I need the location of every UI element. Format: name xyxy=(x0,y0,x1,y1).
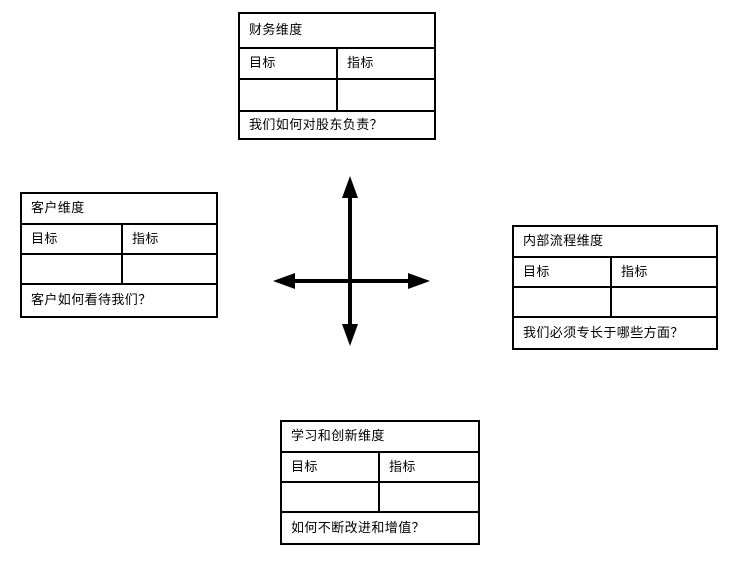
card-header-row: 目标 指标 xyxy=(282,453,478,483)
column-header-measure: 指标 xyxy=(338,49,434,78)
column-header-measure: 指标 xyxy=(612,258,716,286)
card-question-row: 如何不断改进和增值？ xyxy=(282,513,478,543)
perspective-title-learning-innovation: 学习和创新维度 xyxy=(291,429,385,444)
value-cell-measure[interactable] xyxy=(338,80,434,110)
card-header-row: 目标 指标 xyxy=(514,258,716,288)
perspective-title-financial: 财务维度 xyxy=(249,23,303,38)
perspective-question-learning-innovation: 如何不断改进和增值？ xyxy=(291,520,426,536)
column-header-objective-label: 目标 xyxy=(249,56,276,71)
value-cell-measure[interactable] xyxy=(123,255,216,283)
perspective-title-internal-process: 内部流程维度 xyxy=(523,234,604,249)
card-question-row: 我们必须专长于哪些方面？ xyxy=(514,318,716,348)
perspective-card-financial[interactable]: 财务维度 目标 指标 我们如何对股东负责？ xyxy=(238,12,436,140)
card-question-row: 客户如何看待我们？ xyxy=(22,285,216,316)
card-value-row xyxy=(240,80,434,112)
card-header-row: 目标 指标 xyxy=(240,49,434,80)
column-header-measure-label: 指标 xyxy=(621,264,648,280)
card-title-row: 财务维度 xyxy=(240,14,434,49)
column-header-objective: 目标 xyxy=(282,453,380,481)
value-cell-measure[interactable] xyxy=(612,288,716,316)
value-cell-objective[interactable] xyxy=(240,80,338,110)
perspective-question-customer: 客户如何看待我们？ xyxy=(31,293,152,308)
column-header-measure-label: 指标 xyxy=(347,56,374,71)
perspective-card-customer[interactable]: 客户维度 目标 指标 客户如何看待我们？ xyxy=(20,192,218,318)
column-header-objective: 目标 xyxy=(240,49,338,78)
perspective-question-financial: 我们如何对股东负责？ xyxy=(249,117,384,133)
card-value-row xyxy=(514,288,716,318)
four-way-arrow-cross-icon xyxy=(270,168,440,354)
perspective-title-customer: 客户维度 xyxy=(31,201,85,216)
card-title-row: 内部流程维度 xyxy=(514,227,716,258)
value-cell-measure[interactable] xyxy=(380,483,478,511)
column-header-measure: 指标 xyxy=(380,453,478,481)
value-cell-objective[interactable] xyxy=(514,288,612,316)
column-header-measure-label: 指标 xyxy=(389,459,416,475)
card-title-row: 学习和创新维度 xyxy=(282,422,478,453)
perspective-card-internal-process[interactable]: 内部流程维度 目标 指标 我们必须专长于哪些方面？ xyxy=(512,225,718,350)
column-header-objective: 目标 xyxy=(514,258,612,286)
column-header-objective-label: 目标 xyxy=(291,459,318,475)
card-value-row xyxy=(282,483,478,513)
column-header-objective: 目标 xyxy=(22,225,123,253)
value-cell-objective[interactable] xyxy=(282,483,380,511)
perspective-card-learning-innovation[interactable]: 学习和创新维度 目标 指标 如何不断改进和增值？ xyxy=(280,420,480,545)
column-header-objective-label: 目标 xyxy=(523,264,550,280)
column-header-objective-label: 目标 xyxy=(31,231,58,247)
card-header-row: 目标 指标 xyxy=(22,225,216,255)
card-question-row: 我们如何对股东负责？ xyxy=(240,112,434,138)
perspective-question-internal-process: 我们必须专长于哪些方面？ xyxy=(523,325,684,341)
card-title-row: 客户维度 xyxy=(22,194,216,225)
column-header-measure: 指标 xyxy=(123,225,216,253)
column-header-measure-label: 指标 xyxy=(132,231,159,247)
card-value-row xyxy=(22,255,216,285)
value-cell-objective[interactable] xyxy=(22,255,123,283)
